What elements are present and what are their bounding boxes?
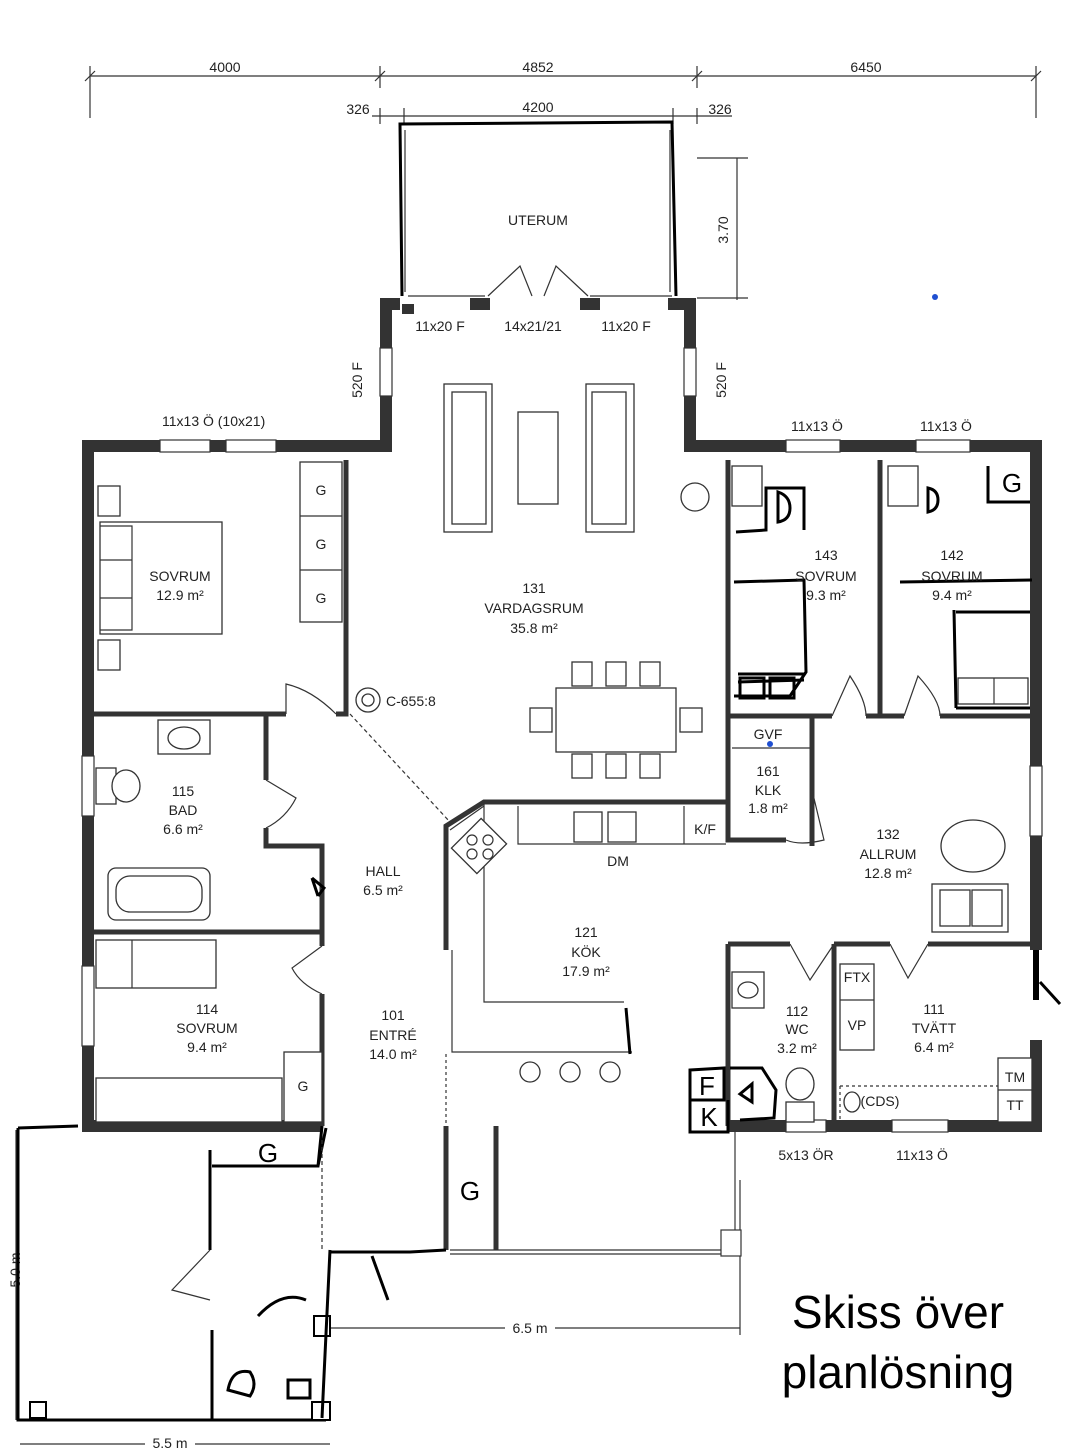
dim-second-1: 326: [346, 101, 370, 117]
room-allrum-name: ALLRUM: [860, 846, 917, 862]
dimension-lines: [15, 66, 1042, 1445]
dim-bottom-width: 6.5 m: [512, 1320, 547, 1336]
room-wc-area: 3.2 m²: [777, 1040, 817, 1056]
room-allrum-num: 132: [876, 826, 900, 842]
room-vardagsrum-name: VARDAGSRUM: [484, 600, 583, 616]
room-kok-area: 17.9 m²: [562, 963, 610, 979]
sovrum114-furniture: [95, 939, 323, 1123]
room-kok-num: 121: [574, 924, 598, 940]
bad-furniture: [95, 719, 211, 921]
room-entre-num: 101: [381, 1007, 405, 1023]
room-kok-name: KÖK: [571, 943, 601, 960]
room-klk-area: 1.8 m²: [748, 800, 788, 816]
ftx-label: FTX: [844, 969, 871, 985]
room-143-name: SOVRUM: [795, 568, 856, 584]
cds-label: (CDS): [861, 1093, 900, 1109]
kitchen-furniture: [443, 799, 726, 1126]
room-klk-num: 161: [756, 763, 780, 779]
dim-top-2: 4852: [522, 59, 553, 75]
room-hall-area: 6.5 m²: [363, 882, 403, 898]
room-entre-name: ENTRÉ: [369, 1027, 416, 1043]
room-sovrum114-num: 114: [196, 1001, 219, 1017]
room-wc-num: 112: [786, 1003, 809, 1019]
room-sovrum114-name: SOVRUM: [176, 1020, 237, 1036]
door-swings: [265, 674, 941, 995]
handwritten-g-142: G: [1002, 468, 1022, 498]
handwritten-f: F: [699, 1071, 715, 1101]
fridge-freezer-label: K/F: [694, 821, 716, 837]
bedroom-143-142-furniture: [731, 465, 1033, 710]
master-furniture: [97, 461, 343, 671]
room-142-area: 9.4 m²: [932, 587, 972, 603]
room-tvatt-area: 6.4 m²: [914, 1039, 954, 1055]
dishwasher-label: DM: [607, 853, 629, 869]
handwritten-g-closet: G: [460, 1176, 480, 1206]
window-tvatt: 11x13 Ö: [896, 1146, 948, 1163]
room-master-area: 12.9 m²: [156, 587, 204, 603]
wardrobe-g-1: G: [316, 482, 327, 498]
room-tvatt-num: 111: [923, 1001, 944, 1017]
window-master: 11x13 Ö (10x21): [162, 412, 265, 429]
window-uterum-right: 11x20 F: [601, 318, 651, 334]
tvatt-furniture: [839, 963, 1033, 1123]
handwritten-k: K: [700, 1102, 718, 1132]
exterior-walls: [81, 298, 1043, 1133]
window-wc: 5x13 ÖR: [778, 1146, 833, 1163]
window-143: 11x13 Ö: [791, 417, 843, 434]
room-uterum-name: UTERUM: [508, 212, 568, 228]
room-master-name: SOVRUM: [149, 568, 210, 584]
room-vardagsrum-num: 131: [522, 580, 546, 596]
dim-uterum-depth: 3.70: [715, 216, 731, 243]
wc-furniture: [731, 971, 815, 1123]
window-uterum-left: 11x20 F: [415, 318, 465, 334]
tm-label: TM: [1005, 1069, 1025, 1085]
room-klk-name: KLK: [755, 782, 782, 798]
room-143-num: 143: [814, 547, 838, 563]
room-wc-name: WC: [785, 1021, 808, 1037]
living-furniture: [355, 383, 710, 779]
dim-top-1: 4000: [209, 59, 240, 75]
room-bad-num: 115: [172, 783, 195, 799]
dim-second-3: 326: [708, 101, 732, 117]
uterum-outline: [398, 120, 678, 297]
annex-sketch: [16, 1124, 447, 1422]
room-vardagsrum-area: 35.8 m²: [510, 620, 558, 636]
room-142-name: SOVRUM: [921, 568, 982, 584]
dim-second-2: 4200: [522, 99, 553, 115]
room-bad-area: 6.6 m²: [163, 821, 203, 837]
room-bad-name: BAD: [169, 802, 198, 818]
dim-annex-width: 5.5 m: [152, 1435, 187, 1448]
room-142-num: 142: [940, 547, 964, 563]
caption-line-2: planlösning: [782, 1346, 1015, 1398]
allrum-furniture: [931, 819, 1009, 933]
caption-line-1: Skiss över: [792, 1286, 1004, 1338]
wardrobe-g-2: G: [316, 536, 327, 552]
wardrobe-g-114: G: [298, 1078, 309, 1094]
room-hall-name: HALL: [365, 863, 400, 879]
dim-annex-height: 5.0 m: [7, 1252, 23, 1287]
chimney-label: C-655:8: [386, 693, 436, 709]
room-sovrum114-area: 9.4 m²: [187, 1039, 227, 1055]
tt-label: TT: [1006, 1097, 1024, 1113]
handwritten-g-annex: G: [258, 1138, 278, 1168]
room-allrum-area: 12.8 m²: [864, 865, 912, 881]
gvf-label: GVF: [754, 726, 783, 742]
window-uterum-door: 14x21/21: [504, 318, 562, 334]
dim-window-right: 520 F: [713, 362, 729, 398]
window-142: 11x13 Ö: [920, 417, 972, 434]
dim-top-3: 6450: [850, 59, 881, 75]
vp-label: VP: [848, 1017, 867, 1033]
room-entre-area: 14.0 m²: [369, 1046, 417, 1062]
room-143-area: 9.3 m²: [806, 587, 846, 603]
dim-window-left: 520 F: [349, 362, 365, 398]
wardrobe-g-3: G: [316, 590, 327, 606]
fk-sketch: [688, 1066, 778, 1134]
room-tvatt-name: TVÄTT: [912, 1020, 957, 1036]
